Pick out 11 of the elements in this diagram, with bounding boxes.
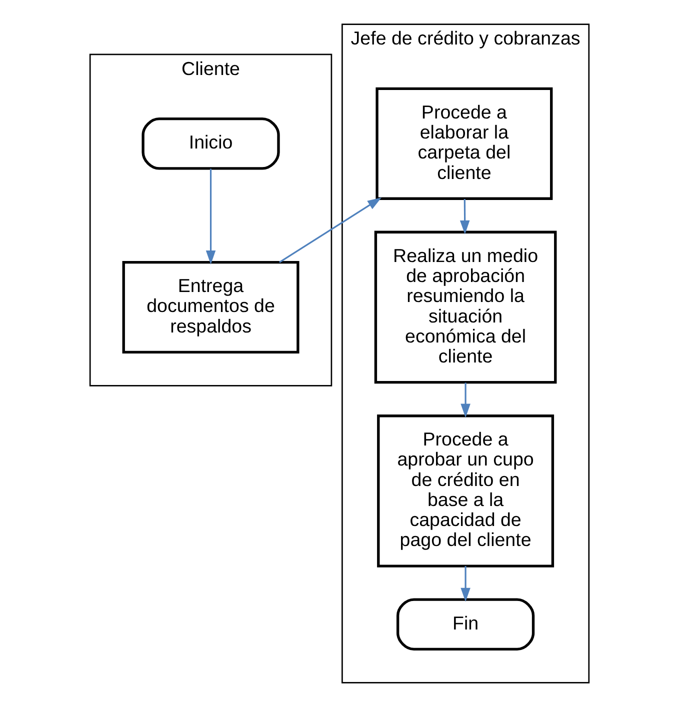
arrow bbox=[278, 198, 382, 263]
arrow bbox=[460, 566, 470, 602]
node-box: Procede a aprobar un cupo de crédito en base a la capacidad de pago del cliente bbox=[376, 414, 554, 568]
node-box: Inicio bbox=[141, 118, 280, 170]
arrow bbox=[205, 168, 216, 264]
node-box: Entrega documentos de respaldos bbox=[122, 260, 299, 354]
node-box: Fin bbox=[396, 598, 534, 650]
node-box: Procede a elaborar la carpeta del cliente bbox=[375, 87, 552, 200]
arrow bbox=[460, 382, 470, 418]
node-box: Realiza un medio de aprobación resumiendo la situación económica del cliente bbox=[374, 230, 556, 384]
arrow bbox=[459, 199, 470, 234]
